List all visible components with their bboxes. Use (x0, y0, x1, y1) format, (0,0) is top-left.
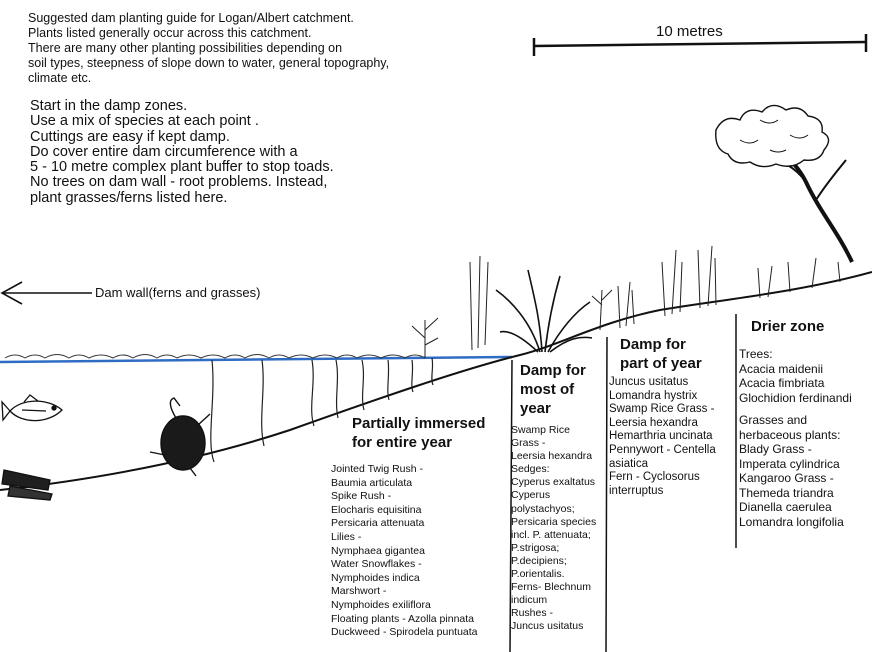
intro-line: There are many other planting possibilit… (28, 41, 389, 56)
plant-item: P.orientalis. (511, 568, 596, 581)
intro-text: Suggested dam planting guide for Logan/A… (28, 11, 389, 86)
zone-title-damp-part: Damp for part of year (620, 335, 702, 373)
log-icon (2, 470, 52, 500)
fish-icon (2, 395, 62, 421)
sedge-clump-icon (496, 270, 592, 352)
intro-line: climate etc. (28, 71, 389, 86)
plant-item: Marshwort - (331, 585, 478, 599)
tip-line: Cuttings are easy if kept damp. (30, 130, 334, 145)
plant-list-damp-most: Swamp Rice Grass - Leersia hexandra Sedg… (511, 424, 596, 634)
zone-title-line: for entire year (352, 433, 485, 452)
plant-item: Grasses and (739, 413, 852, 428)
plant-item: polystachyos; (511, 503, 596, 516)
plant-item: Juncus usitatus (609, 376, 716, 390)
plant-list-immersed: Jointed Twig Rush - Baumia articulata Sp… (331, 463, 478, 640)
plant-item: Juncus usitatus (511, 620, 596, 633)
plant-item: Rushes - (511, 607, 596, 620)
scale-label: 10 metres (656, 23, 723, 40)
zone-title-damp-most: Damp for most of year (520, 361, 586, 418)
plant-item: Glochidion ferdinandi (739, 391, 852, 406)
water-surface-line (0, 357, 512, 362)
shrub-icon (412, 290, 612, 358)
plant-item: Leersia hexandra (511, 450, 596, 463)
plant-item: Nymphoides indica (331, 572, 478, 586)
zone-title-line: year (520, 399, 586, 418)
planting-tips: Start in the damp zones. Use a mix of sp… (30, 99, 334, 206)
plant-list-damp-part: Juncus usitatus Lomandra hystrix Swamp R… (609, 376, 716, 498)
zone-title-line: Partially immersed (352, 414, 485, 433)
plant-item: Acacia maidenii (739, 362, 852, 377)
plant-item: Ferns- Blechnum (511, 581, 596, 594)
plant-item: Grass - (511, 437, 596, 450)
plant-item: Floating plants - Azolla pinnata (331, 613, 478, 627)
tip-line: Start in the damp zones. (30, 99, 334, 114)
plant-item: Themeda triandra (739, 486, 852, 501)
plant-item: herbaceous plants: (739, 428, 852, 443)
dam-wall-arrow (2, 282, 92, 304)
plant-item: Water Snowflakes - (331, 558, 478, 572)
zone-title-immersed: Partially immersed for entire year (352, 414, 485, 452)
plant-item: asiatica (609, 458, 716, 472)
plant-item: Swamp Rice (511, 424, 596, 437)
tip-line: Use a mix of species at each point . (30, 114, 334, 129)
plant-item: Pennywort - Centella (609, 444, 716, 458)
plant-item: Sedges: (511, 463, 596, 476)
zone-title-line: part of year (620, 354, 702, 373)
tree-icon (716, 105, 852, 262)
intro-line: Suggested dam planting guide for Logan/A… (28, 11, 389, 26)
plant-item: Hemarthria uncinata (609, 430, 716, 444)
plant-item: Cyperus exaltatus (511, 476, 596, 489)
plant-item (739, 405, 852, 413)
plant-item: Persicaria species (511, 516, 596, 529)
plant-item: Blady Grass - (739, 442, 852, 457)
plant-item: Baumia articulata (331, 477, 478, 491)
zone-title-line: most of (520, 380, 586, 399)
plant-item: Nymphaea gigantea (331, 545, 478, 559)
plant-item: Acacia fimbriata (739, 376, 852, 391)
zone-title-drier: Drier zone (751, 317, 824, 336)
zone-title-line: Damp for (520, 361, 586, 380)
tip-line: plant grasses/ferns listed here. (30, 191, 334, 206)
plant-item: Imperata cylindrica (739, 457, 852, 472)
tip-line: No trees on dam wall - root problems. In… (30, 175, 334, 190)
zone-title-line: Drier zone (751, 317, 824, 336)
plant-list-drier: Trees: Acacia maidenii Acacia fimbriata … (739, 347, 852, 529)
plant-item: indicum (511, 594, 596, 607)
plant-item: Duckweed - Spirodela puntuata (331, 626, 478, 640)
zone-divider-2 (606, 337, 607, 652)
plant-item: Fern - Cyclosorus (609, 471, 716, 485)
dam-wall-label: Dam wall(ferns and grasses) (95, 285, 260, 300)
plant-item: P.strigosa; (511, 542, 596, 555)
plant-item: Jointed Twig Rush - (331, 463, 478, 477)
plant-item: interruptus (609, 485, 716, 499)
intro-line: soil types, steepness of slope down to w… (28, 56, 389, 71)
intro-line: Plants listed generally occur across thi… (28, 26, 389, 41)
plant-item: Dianella caerulea (739, 500, 852, 515)
plant-item: Lomandra hystrix (609, 390, 716, 404)
plant-item: incl. P. attenuata; (511, 529, 596, 542)
plant-item: Kangaroo Grass - (739, 471, 852, 486)
tip-line: 5 - 10 metre complex plant buffer to sto… (30, 160, 334, 175)
plant-item: Leersia hexandra (609, 417, 716, 431)
plant-item: Trees: (739, 347, 852, 362)
plant-item: Lilies - (331, 531, 478, 545)
tip-line: Do cover entire dam circumference with a (30, 145, 334, 160)
zone-title-line: Damp for (620, 335, 702, 354)
plant-item: Elocharis equisitina (331, 504, 478, 518)
plant-item: P.decipiens; (511, 555, 596, 568)
plant-item: Cyperus (511, 489, 596, 502)
plant-item: Nymphoides exiliflora (331, 599, 478, 613)
plant-item: Lomandra longifolia (739, 515, 852, 530)
plant-item: Swamp Rice Grass - (609, 403, 716, 417)
plant-item: Persicaria attenuata (331, 517, 478, 531)
plant-item: Spike Rush - (331, 490, 478, 504)
